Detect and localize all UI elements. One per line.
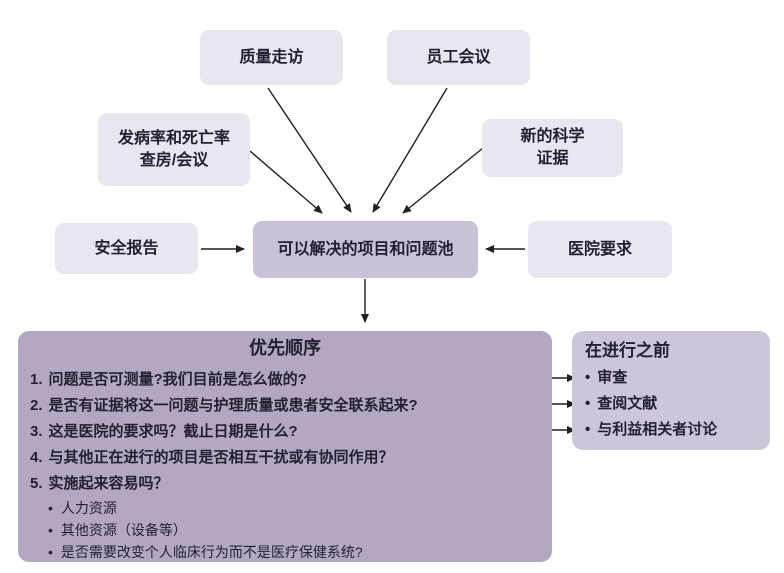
hospital-requirements-box: 医院要求 (528, 221, 672, 278)
before-item-review-text: 审查 (597, 369, 628, 386)
staff-meetings-label: 员工会议 (426, 48, 491, 66)
morbidity-mortality-box: 发病率和死亡率 查房/会议 (98, 113, 250, 186)
before-item-review: • 审查 (585, 365, 760, 391)
priority-item-4-text: 与其他正在进行的项目是否相互干扰或有协同作用？ (48, 449, 394, 466)
morbidity-mortality-line1: 发病率和死亡率 (117, 129, 230, 147)
arrow-staff-to-pool (372, 87, 448, 213)
priority-subitem-3: • 是否需要改变个人临床行为而不是医疗保健系统? (30, 541, 540, 563)
priority-subitem-1-text: 人力资源 (60, 500, 117, 516)
before-proceeding-list: • 审查 • 查阅文献 • 与利益相关者讨论 (585, 365, 760, 443)
priority-item-3-text: 这是医院的要求吗？截止日期是什么? (48, 423, 298, 440)
priority-item-5-text: 实施起来容易吗？ (48, 475, 169, 492)
priority-title: 优先顺序 (249, 338, 321, 358)
bullet-icon: • (48, 522, 53, 538)
safety-reports-box: 安全报告 (55, 223, 198, 274)
before-item-literature-text: 查阅文献 (597, 395, 658, 412)
priority-item-4: 4. 与其他正在进行的项目是否相互干扰或有协同作用？ (30, 445, 540, 471)
priority-subitem-1: • 人力资源 (30, 497, 540, 519)
priority-item-1-text: 问题是否可测量?我们目前是怎么做的? (48, 371, 307, 388)
priority-item-2-number: 2. (30, 397, 43, 414)
before-item-stakeholders: • 与利益相关者讨论 (585, 417, 760, 443)
new-scientific-evidence-line1: 新的科学 (520, 128, 585, 145)
new-scientific-evidence-line2: 证据 (536, 150, 569, 167)
pool-label: 可以解决的项目和问题池 (277, 240, 454, 258)
staff-meetings-box: 员工会议 (387, 30, 530, 85)
priority-item-1-number: 1. (30, 371, 43, 388)
priority-subitem-2-text: 其他资源（设备等） (60, 522, 187, 538)
arrow-morbidity-to-pool (249, 150, 323, 214)
priority-box: 优先顺序 1. 问题是否可测量?我们目前是怎么做的? 2. 是否有证据将这一问题… (18, 331, 552, 562)
priority-item-5-number: 5. (30, 475, 43, 492)
before-proceeding-box: 在进行之前 • 审查 • 查阅文献 • 与利益相关者讨论 (572, 331, 770, 450)
bullet-icon: • (585, 421, 591, 438)
before-item-literature: • 查阅文献 (585, 391, 760, 417)
new-scientific-evidence-box: 新的科学 证据 (482, 119, 623, 177)
priority-list: 1. 问题是否可测量?我们目前是怎么做的? 2. 是否有证据将这一问题与护理质量… (30, 367, 540, 563)
bullet-icon: • (48, 500, 53, 516)
priority-subitem-2: • 其他资源（设备等） (30, 519, 540, 541)
safety-reports-label: 安全报告 (94, 239, 159, 257)
priority-item-2-text: 是否有证据将这一问题与护理质量或患者安全联系起来? (48, 397, 418, 414)
hospital-requirements-label: 医院要求 (567, 240, 632, 258)
priority-item-2: 2. 是否有证据将这一问题与护理质量或患者安全联系起来? (30, 393, 540, 419)
before-item-stakeholders-text: 与利益相关者讨论 (597, 421, 718, 438)
arrow-quality-to-pool (267, 87, 352, 213)
priority-item-3-number: 3. (30, 423, 43, 440)
arrow-evidence-to-pool (402, 147, 484, 214)
pool-box: 可以解决的项目和问题池 (253, 221, 478, 278)
priority-item-4-number: 4. (30, 449, 43, 466)
bullet-icon: • (585, 395, 591, 412)
priority-item-5: 5. 实施起来容易吗？ (30, 471, 540, 497)
priority-item-3: 3. 这是医院的要求吗？截止日期是什么? (30, 419, 540, 445)
priority-subitem-3-text: 是否需要改变个人临床行为而不是医疗保健系统? (60, 544, 363, 560)
quality-rounds-box: 质量走访 (200, 30, 343, 85)
bullet-icon: • (585, 369, 591, 386)
before-proceeding-title: 在进行之前 (585, 341, 670, 360)
bullet-icon: • (48, 544, 53, 560)
quality-rounds-label: 质量走访 (239, 48, 304, 66)
morbidity-mortality-line2: 查房/会议 (139, 151, 209, 169)
priority-item-1: 1. 问题是否可测量?我们目前是怎么做的? (30, 367, 540, 393)
